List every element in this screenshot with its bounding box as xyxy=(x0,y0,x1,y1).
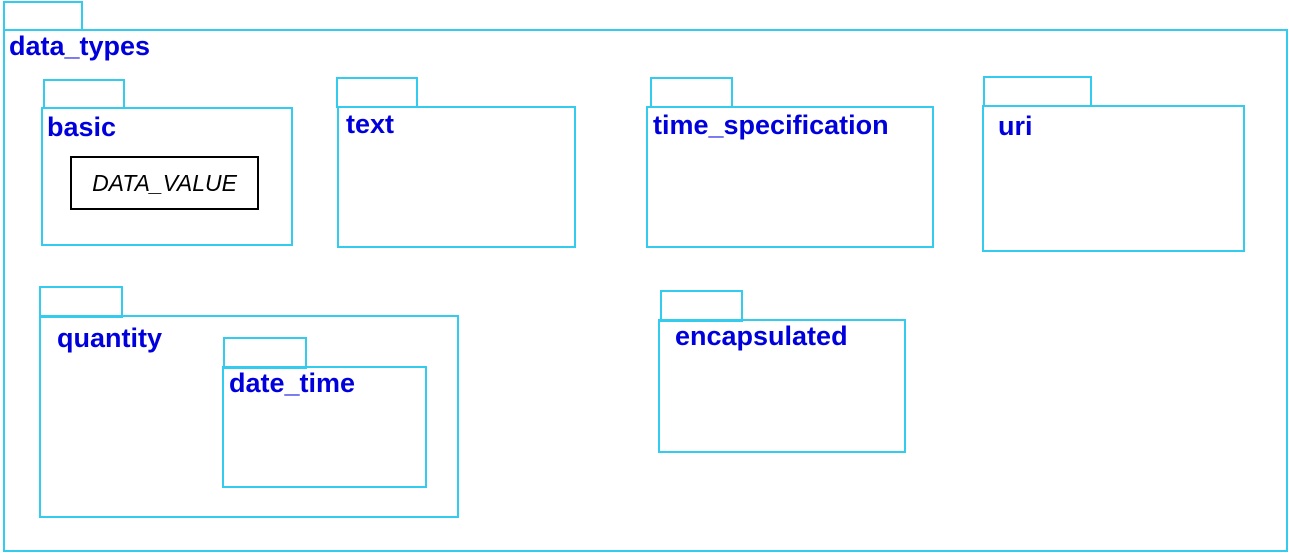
time-specification-package-tab xyxy=(650,77,733,108)
basic-package xyxy=(41,107,293,246)
uri-package-tab xyxy=(983,76,1092,107)
encapsulated-package-tab xyxy=(660,290,743,322)
data-types-package xyxy=(3,29,1288,552)
uri-package xyxy=(982,105,1245,252)
data-types-package-label: data_types xyxy=(9,31,151,61)
data-types-package-tab xyxy=(3,1,83,31)
time-specification-package xyxy=(646,106,934,248)
date-time-package-tab xyxy=(223,337,307,369)
text-package-label: text xyxy=(346,109,395,139)
text-package-tab xyxy=(336,77,418,108)
uri-package-label: uri xyxy=(998,111,1033,141)
data-value-class: DATA_VALUE xyxy=(70,156,259,210)
date-time-package-label: date_time xyxy=(229,368,356,398)
quantity-package-label: quantity xyxy=(57,323,162,353)
basic-package-label: basic xyxy=(47,112,117,142)
basic-package-tab xyxy=(43,79,125,109)
quantity-package xyxy=(39,315,459,518)
data-value-class-label: DATA_VALUE xyxy=(92,169,237,196)
time-specification-package-label: time_specification xyxy=(653,110,889,140)
encapsulated-package-label: encapsulated xyxy=(675,321,848,351)
text-package xyxy=(337,106,576,248)
encapsulated-package xyxy=(658,319,906,453)
quantity-package-tab xyxy=(39,286,123,318)
date-time-package xyxy=(222,366,427,488)
